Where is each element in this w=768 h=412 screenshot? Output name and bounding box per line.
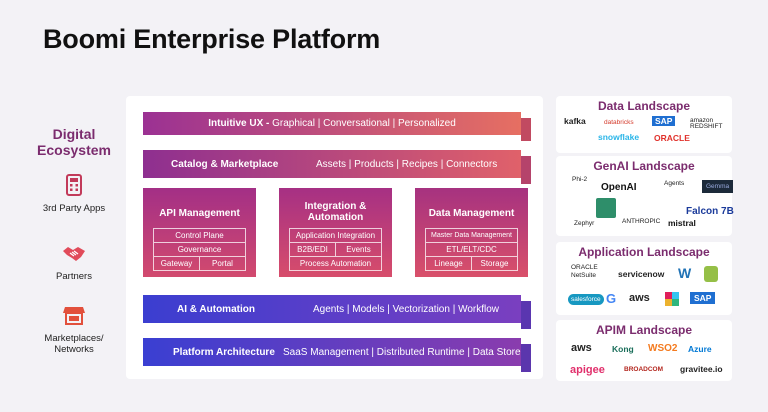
redshift-logo: amazon REDSHIFT <box>690 117 723 130</box>
component-row: Gateway Portal <box>154 256 245 270</box>
data-landscape-title: Data Landscape <box>597 99 691 113</box>
ecosystem-title: Digital Ecosystem <box>37 126 111 158</box>
kafka-logo: kafka <box>564 116 586 126</box>
component-cell: Control Plane <box>175 231 224 240</box>
integration-automation-box: Integration & Automation Application Int… <box>279 188 392 277</box>
digital-ecosystem: Digital Ecosystem 3rd Party Apps Partner… <box>28 126 120 355</box>
apim-landscape-title: APIM Landscape <box>595 323 693 337</box>
kong-logo: Kong <box>612 344 634 354</box>
ecosystem-item-label: Partners <box>56 271 92 282</box>
ai-layer-detail: Agents | Models | Vectorization | Workfl… <box>313 303 500 315</box>
ecosystem-item-partners: Partners <box>28 240 120 282</box>
component-cell: Portal <box>199 257 245 270</box>
wso2-logo: WSO2 <box>648 343 678 354</box>
agents-logo: Agents <box>664 180 685 187</box>
calculator-icon <box>66 174 82 196</box>
netsuite-logo: ORACLE NetSuite <box>571 264 598 279</box>
shopify-icon <box>704 266 718 282</box>
anthropic-logo: ANTHROPIC <box>622 218 661 225</box>
oracle-logo: ORACLE <box>654 133 690 143</box>
ecosystem-item-label: Marketplaces/ Networks <box>44 333 104 355</box>
component-row: Lineage Storage <box>426 256 517 270</box>
slack-icon <box>665 292 679 306</box>
ux-layer-label: Intuitive UX - <box>208 118 270 129</box>
ux-layer-detail: Graphical | Conversational | Personalize… <box>272 118 456 129</box>
genai-landscape-title: GenAI Landscape <box>593 159 695 173</box>
model-icon <box>596 198 616 218</box>
gravitee-logo: gravitee.io <box>680 364 723 374</box>
ai-automation-layer: AI & Automation Agents | Models | Vector… <box>143 295 531 329</box>
data-management-box: Data Management Master Data Management E… <box>415 188 528 277</box>
aws-logo: aws <box>571 342 592 354</box>
phi-2-logo: Phi-2 <box>572 176 588 183</box>
component-cell: Process Automation <box>290 256 381 270</box>
mistral-logo: mistral <box>668 218 696 228</box>
component-cell: Lineage <box>434 259 463 268</box>
servicenow-logo: servicenow <box>618 269 665 279</box>
component-cell: B2B/EDI <box>297 245 328 254</box>
api-management-box: API Management Control Plane Governance … <box>143 188 256 277</box>
component-cell: Governance <box>154 242 245 256</box>
component-cell: Gateway <box>160 259 193 268</box>
ux-layer: Intuitive UX - Graphical | Conversationa… <box>143 112 531 141</box>
integration-components: Application Integration B2B/EDI Events P… <box>289 228 382 271</box>
azure-logo: Azure <box>688 344 712 354</box>
api-management-components: Control Plane Governance Gateway Portal <box>153 228 246 271</box>
openai-logo: OpenAI <box>601 182 637 193</box>
application-landscape-card: Application Landscape ORACLE NetSuite se… <box>556 242 732 315</box>
zephyr-logo: Zephyr <box>574 220 595 227</box>
workday-logo: W <box>678 265 692 281</box>
ecosystem-item-3rd-party-apps: 3rd Party Apps <box>28 172 120 214</box>
salesforce-logo: salesforce <box>568 294 604 305</box>
platform-layer-detail: SaaS Management | Distributed Runtime | … <box>283 346 521 358</box>
component-cell: Events <box>335 243 381 256</box>
google-logo: G <box>606 291 617 306</box>
component-cell: Application Integration <box>295 231 376 240</box>
databricks-logo: databricks <box>604 119 634 126</box>
broadcom-logo: BROADCOM <box>624 366 663 373</box>
sap-logo: SAP <box>690 292 716 304</box>
catalog-layer-detail: Assets | Products | Recipes | Connectors <box>316 158 498 170</box>
api-management-title: API Management <box>159 208 240 219</box>
component-cell: ETL/ELT/CDC <box>426 242 517 256</box>
apim-landscape-card: APIM Landscape aws Kong WSO2 Azure apige… <box>556 320 732 381</box>
ecosystem-item-label: 3rd Party Apps <box>42 203 106 214</box>
page-title: Boomi Enterprise Platform <box>43 24 381 54</box>
aws-logo: aws <box>629 292 650 304</box>
platform-architecture-layer: Platform Architecture SaaS Management | … <box>143 338 531 372</box>
falcon-logo: Falcon 7B <box>686 206 734 217</box>
integration-automation-title: Integration & Automation <box>304 201 367 223</box>
storefront-icon <box>63 307 85 325</box>
platform-layer-label: Platform Architecture <box>173 346 275 358</box>
handshake-icon <box>63 247 85 261</box>
ai-layer-label: AI & Automation <box>177 303 255 315</box>
catalog-layer-label: Catalog & Marketplace <box>171 158 279 170</box>
apigee-logo: apigee <box>570 364 605 376</box>
data-management-title: Data Management <box>428 208 515 219</box>
data-management-components: Master Data Management ETL/ELT/CDC Linea… <box>425 228 518 271</box>
ecosystem-item-marketplaces: Marketplaces/ Networks <box>28 302 120 355</box>
snowflake-logo: snowflake <box>598 132 640 142</box>
genai-landscape-card: GenAI Landscape Phi-2 OpenAI Agents Gemm… <box>556 156 734 236</box>
sap-logo: SAP <box>652 116 676 126</box>
component-row: B2B/EDI Events <box>290 242 381 256</box>
gemma-logo: Gemma <box>702 180 734 193</box>
catalog-layer: Catalog & Marketplace Assets | Products … <box>143 150 531 184</box>
data-landscape-card: Data Landscape kafka databricks SAP amaz… <box>556 96 732 153</box>
application-landscape-title: Application Landscape <box>578 245 710 259</box>
component-cell: Master Data Management <box>431 232 512 239</box>
component-cell: Storage <box>471 257 517 270</box>
